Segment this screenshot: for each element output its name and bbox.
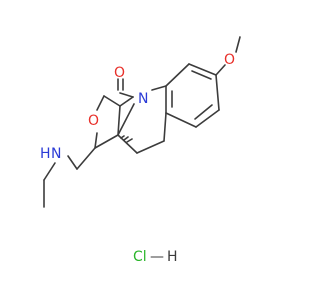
bond [195, 109, 220, 128]
bond [119, 96, 134, 107]
benzene-ring [165, 63, 220, 128]
carbonyl-oxygen-label: O [114, 65, 125, 81]
bond [103, 95, 121, 107]
methoxy-oxygen-label: O [224, 52, 235, 68]
bond [163, 112, 167, 142]
amine-nitrogen-label: N [51, 146, 61, 162]
salt-bond-dash: — [150, 249, 164, 265]
bond [165, 63, 190, 87]
bond [94, 134, 119, 149]
bond [165, 112, 197, 128]
hash [126, 138, 133, 143]
aromatic-double-bond [191, 70, 212, 80]
bond [215, 74, 220, 111]
hash [120, 135, 125, 139]
bond [117, 105, 121, 136]
bond-aryl-n [151, 85, 167, 91]
molecule-structure-diagram: O N O O H N Cl — H [40, 36, 241, 265]
ring-oxygen-label: O [88, 113, 99, 129]
bond-aryl-methoxy [215, 64, 226, 76]
bond-nh-methyl [43, 162, 56, 181]
bond-ch2-nh [67, 155, 78, 170]
bond-methoxy-methyl [235, 36, 241, 53]
ring-nitrogen-label: N [138, 91, 148, 107]
stereo-hash-bond [120, 135, 133, 143]
bond-ring-ch2 [76, 147, 96, 170]
amine-hydrogen-label: H [40, 146, 51, 162]
chlorine-label: Cl [133, 249, 147, 265]
bond [94, 132, 98, 149]
bond [117, 103, 135, 136]
bond [136, 140, 165, 154]
hash [123, 136, 129, 141]
bond [96, 95, 105, 111]
hydrogen-label: H [167, 249, 178, 265]
bond-carbonyl-n [119, 92, 134, 98]
aromatic-double-bond [194, 104, 213, 120]
bond [188, 63, 217, 76]
